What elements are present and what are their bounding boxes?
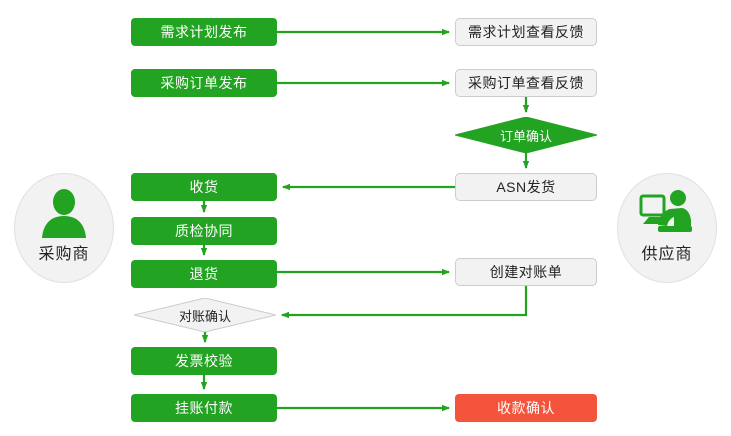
node-po_feedback-label: 采购订单查看反馈 (468, 75, 584, 91)
node-receipt_confirm-label: 收款确认 (497, 400, 555, 416)
node-receipt_confirm[interactable]: 收款确认 (455, 394, 597, 422)
person-icon (36, 188, 92, 238)
diamond-shape (455, 117, 597, 153)
edge-create_statement-to-statement_confirm (281, 286, 528, 319)
node-demand_plan_feedback[interactable]: 需求计划查看反馈 (455, 18, 597, 46)
actor-buyer-label: 采购商 (38, 246, 90, 263)
node-receive_goods-label: 收货 (189, 179, 219, 195)
node-payable_payment-label: 挂账付款 (175, 400, 233, 416)
node-statement_confirm[interactable]: 对账确认 (134, 298, 276, 332)
node-invoice_check-label: 发票校验 (175, 353, 233, 369)
actor-supplier[interactable]: 供应商 (617, 173, 717, 283)
node-payable_payment[interactable]: 挂账付款 (131, 394, 277, 422)
node-order_confirm-label: 订单确认 (499, 128, 552, 144)
node-demand_plan_feedback-label: 需求计划查看反馈 (468, 24, 584, 40)
node-order_confirm[interactable]: 订单确认 (455, 117, 597, 153)
person-at-computer-icon (639, 188, 695, 238)
node-create_statement[interactable]: 创建对账单 (455, 258, 597, 286)
node-receive_goods[interactable]: 收货 (131, 173, 277, 201)
node-po_publish[interactable]: 采购订单发布 (131, 69, 277, 97)
node-invoice_check[interactable]: 发票校验 (131, 347, 277, 375)
node-demand_plan_publish[interactable]: 需求计划发布 (131, 18, 277, 46)
actor-supplier-label: 供应商 (641, 246, 693, 263)
node-asn_ship[interactable]: ASN发货 (455, 173, 597, 201)
node-po_publish-label: 采购订单发布 (160, 75, 248, 91)
node-create_statement-label: 创建对账单 (489, 264, 563, 280)
node-asn_ship-label: ASN发货 (496, 179, 556, 195)
node-return_goods[interactable]: 退货 (131, 260, 277, 288)
diamond-shape (134, 298, 276, 332)
node-quality_collab-label: 质检协同 (175, 223, 233, 239)
node-demand_plan_publish-label: 需求计划发布 (160, 24, 248, 40)
node-return_goods-label: 退货 (189, 266, 219, 282)
node-quality_collab[interactable]: 质检协同 (131, 217, 277, 245)
node-statement_confirm-label: 对账确认 (178, 308, 231, 324)
actor-buyer[interactable]: 采购商 (14, 173, 114, 283)
node-po_feedback[interactable]: 采购订单查看反馈 (455, 69, 597, 97)
